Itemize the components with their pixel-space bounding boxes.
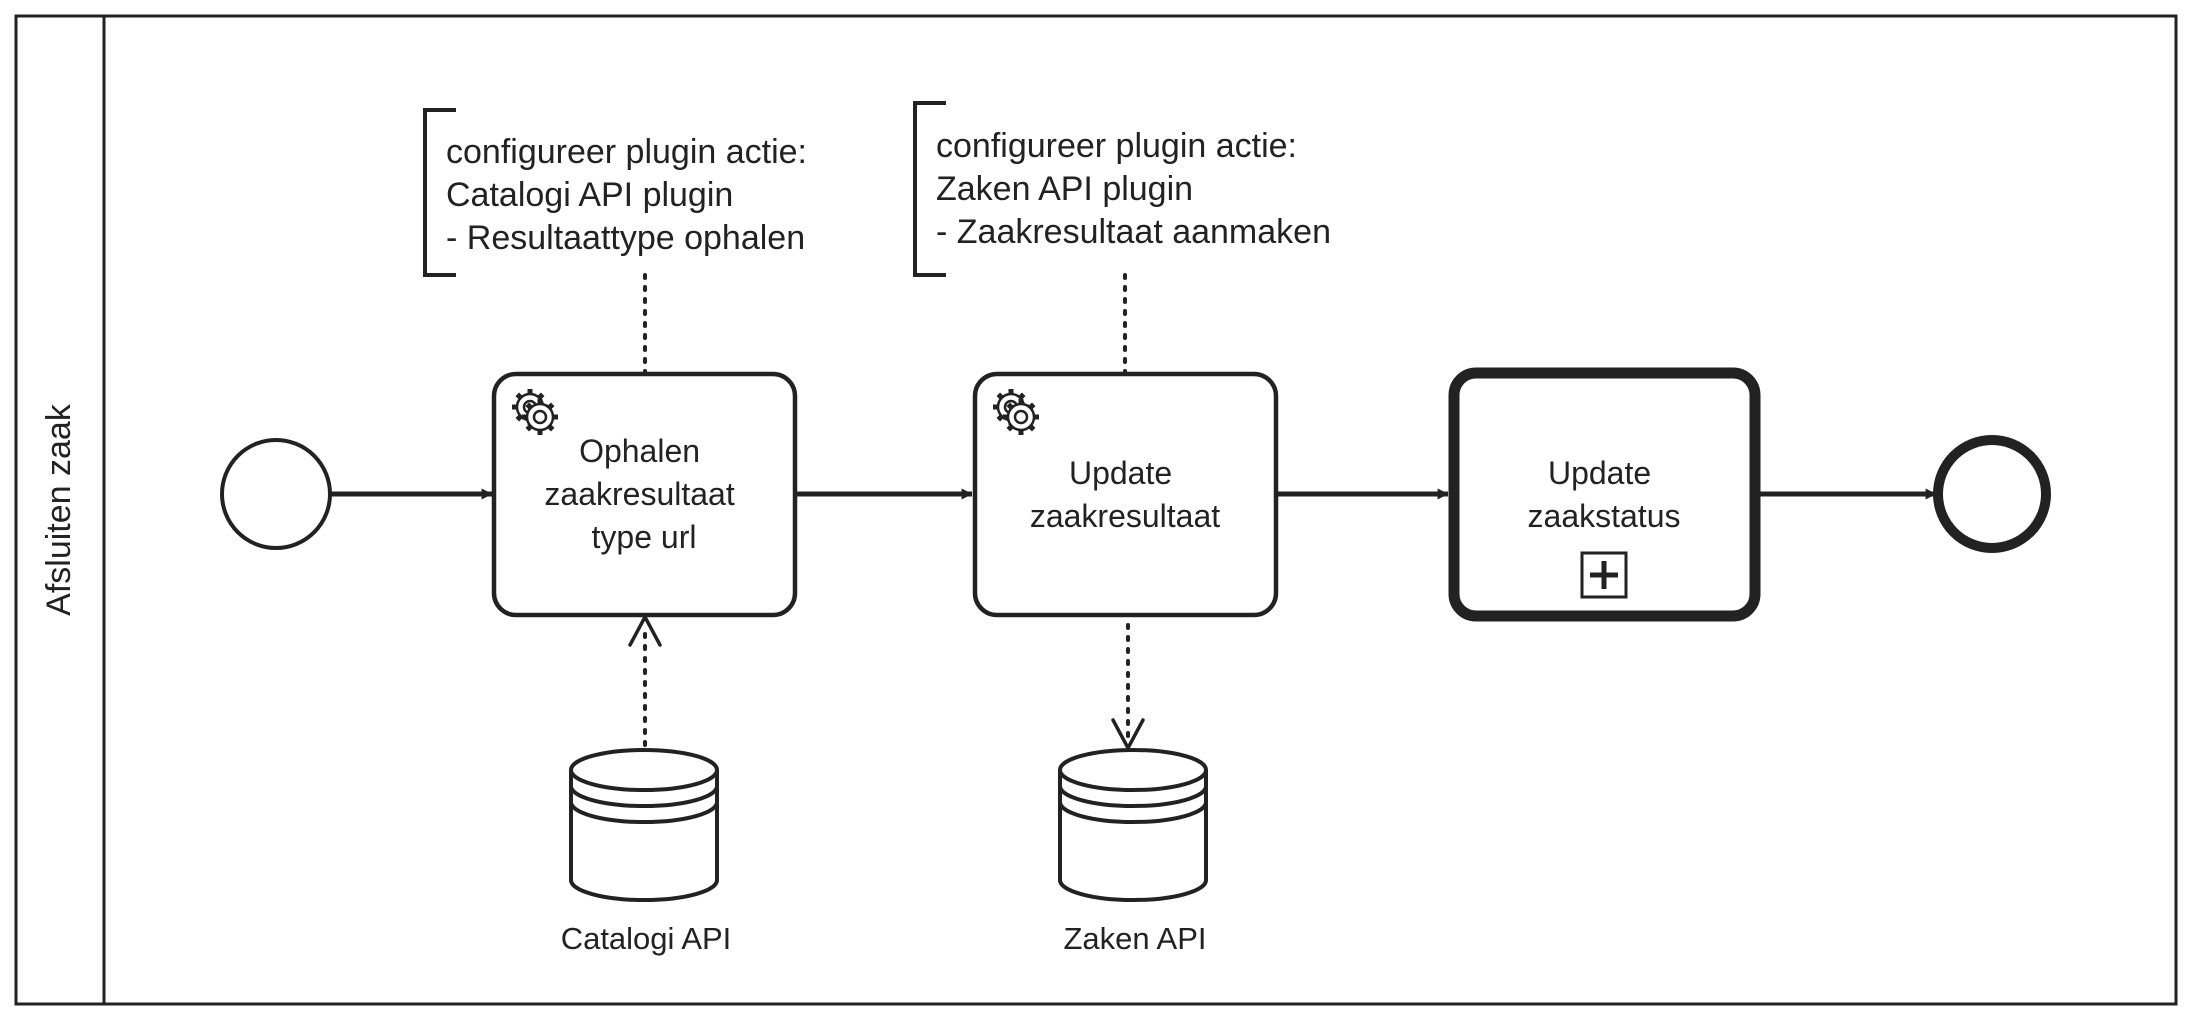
data-store-zaken[interactable]: Zaken API bbox=[1058, 748, 1208, 956]
annotation-line: configureer plugin actie: bbox=[446, 133, 807, 171]
task-update-resultaat-label: Update zaakresultaat bbox=[1030, 455, 1220, 534]
task-ophalen-label: Ophalen zaakresultaat type url bbox=[544, 433, 743, 555]
end-event[interactable] bbox=[1933, 435, 2051, 553]
call-activity-box bbox=[1448, 367, 1761, 622]
annotation-line: - Resultaattype ophalen bbox=[446, 219, 805, 257]
data-store-top bbox=[569, 748, 719, 792]
annotation-line: Zaken API plugin bbox=[936, 170, 1193, 208]
task-update-zaakresultaat[interactable]: Update zaakresultaat bbox=[972, 371, 1279, 618]
data-store-catalogi[interactable]: Catalogi API bbox=[561, 748, 732, 956]
plus-marker-icon[interactable] bbox=[1580, 551, 1628, 599]
data-store-zaken-label: Zaken API bbox=[1063, 921, 1206, 956]
pool[interactable]: Afsluiten zaak bbox=[14, 14, 2178, 1006]
data-output-arrowhead bbox=[1111, 718, 1145, 750]
task-ophalen-label-line: type url bbox=[592, 519, 697, 555]
annotation-zaken-text: configureer plugin actie: Zaken API plug… bbox=[936, 127, 1331, 251]
call-activity-label: Update zaakstatus bbox=[1528, 455, 1681, 534]
task-ophalen-label-line: Ophalen bbox=[579, 433, 700, 469]
call-activity-label-line: zaakstatus bbox=[1528, 498, 1681, 534]
annotation-catalogi-text: configureer plugin actie: Catalogi API p… bbox=[446, 133, 816, 257]
start-event[interactable] bbox=[220, 438, 332, 550]
annotation-line: Catalogi API plugin bbox=[446, 176, 733, 214]
text-annotation-catalogi[interactable]: configureer plugin actie: Catalogi API p… bbox=[423, 108, 816, 277]
lane-label: Afsluiten zaak bbox=[40, 403, 78, 616]
task-ophalen-box bbox=[491, 371, 798, 618]
task-ophalen-zaakresultaat[interactable]: Ophalen zaakresultaat type url bbox=[491, 371, 798, 618]
text-annotation-zaken[interactable]: configureer plugin actie: Zaken API plug… bbox=[913, 101, 1331, 277]
annotation-bracket bbox=[423, 108, 456, 277]
call-activity-label-line: Update bbox=[1548, 455, 1651, 491]
data-store-band bbox=[569, 801, 719, 824]
data-store-catalogi-label: Catalogi API bbox=[561, 921, 732, 956]
annotation-line: - Zaakresultaat aanmaken bbox=[936, 213, 1331, 251]
data-input-arrowhead bbox=[628, 615, 662, 647]
annotation-line: configureer plugin actie: bbox=[936, 127, 1297, 165]
data-store-band bbox=[569, 785, 719, 808]
annotation-bracket bbox=[913, 101, 946, 277]
task-update-resultaat-box bbox=[972, 371, 1279, 618]
associations bbox=[643, 273, 1130, 747]
data-association-arrowheads bbox=[628, 615, 1145, 750]
pool-border bbox=[14, 14, 2178, 1006]
task-update-resultaat-label-line: Update bbox=[1069, 455, 1172, 491]
call-activity-update-zaakstatus[interactable]: Update zaakstatus bbox=[1448, 367, 1761, 622]
data-store-band bbox=[1058, 785, 1208, 808]
data-store-top bbox=[1058, 748, 1208, 792]
task-ophalen-label-line: zaakresultaat bbox=[544, 476, 734, 512]
task-update-resultaat-label-line: zaakresultaat bbox=[1030, 498, 1220, 534]
data-store-band bbox=[1058, 801, 1208, 824]
